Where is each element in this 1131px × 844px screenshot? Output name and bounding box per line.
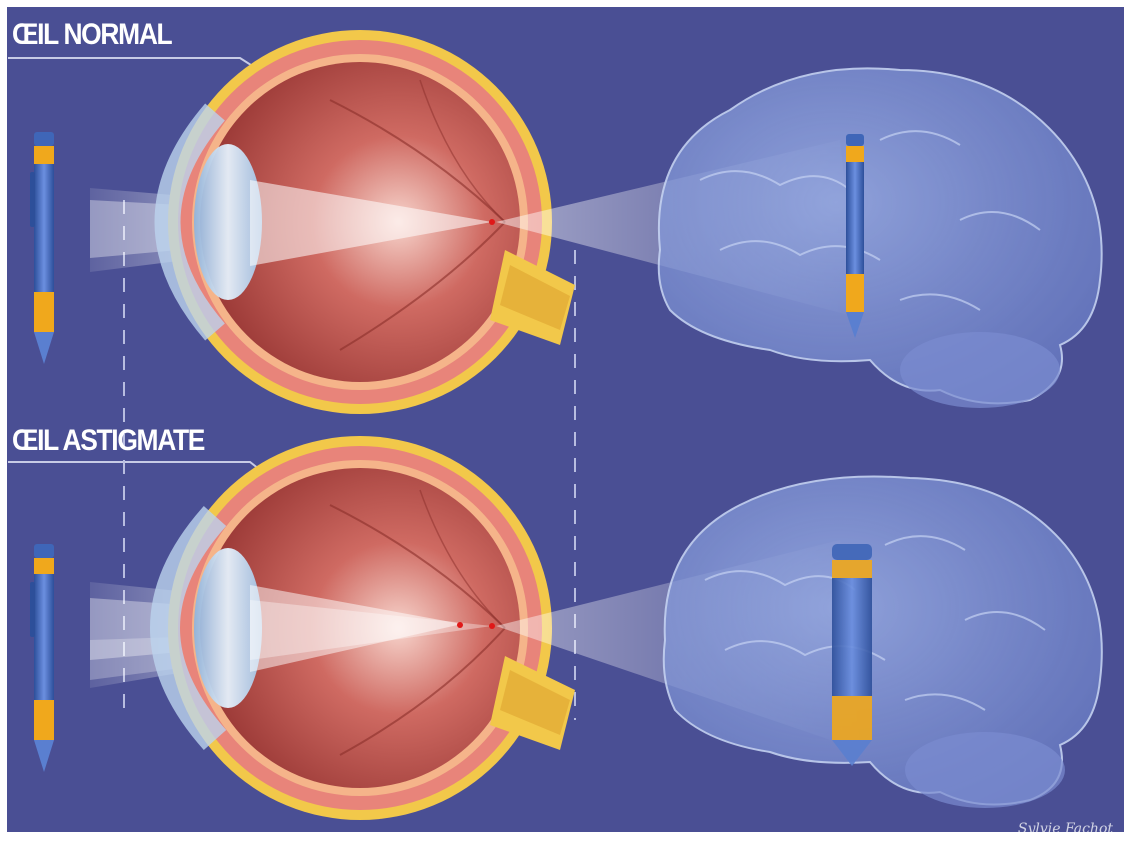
pen-image-normal: [846, 134, 864, 338]
focus-point-astigmatic-2: [489, 623, 495, 629]
artist-signature: Sylvie Fachot: [1018, 821, 1113, 837]
pen-image-astigmatic: [832, 544, 872, 766]
focus-point-normal: [489, 219, 495, 225]
normal-eye-label: ŒIL NORMAL: [12, 18, 171, 52]
astigmatic-eye-label: ŒIL ASTIGMATE: [12, 424, 204, 458]
focus-point-astigmatic-1: [457, 622, 463, 628]
